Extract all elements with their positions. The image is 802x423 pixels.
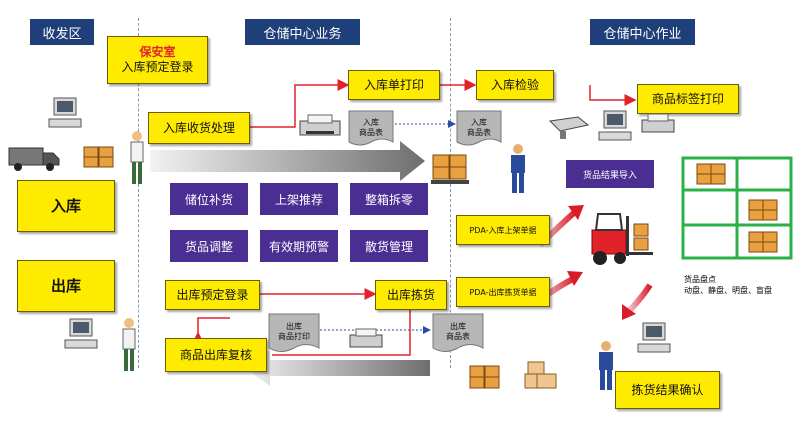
pallet-icon [524,361,557,389]
function-unpack[interactable]: 整箱拆零 [350,183,428,215]
pallet-icon [83,146,114,168]
worker-icon [122,318,136,371]
document-icon [456,110,502,146]
outbound-picking-box[interactable]: 出库拣货 [375,280,447,310]
computer-icon [48,97,82,128]
computer-icon [598,110,632,141]
function-putaway-recommend[interactable]: 上架推荐 [260,183,338,215]
outbound-flow-arrow [245,350,430,386]
function-adjust[interactable]: 货品调整 [170,230,248,262]
inventory-label: 货品盘点 动盘、静盘、明盘、盲盘 [684,275,772,295]
printer-icon [349,328,383,348]
worker-icon [130,131,144,184]
guard-room-title: 保安室 [139,45,176,59]
zone-receiving-header: 收发区 [30,19,94,45]
outbound-reservation-box[interactable]: 出库预定登录 [165,280,260,310]
function-bulk-manage[interactable]: 散货管理 [350,230,428,262]
inbound-doc-1: 入库商品表 [359,118,383,137]
inbound-label: 入库 [17,180,115,232]
outbound-review-box[interactable]: 商品出库复核 [165,338,267,372]
truck-icon [8,147,60,171]
function-replenish[interactable]: 储位补货 [170,183,248,215]
separator-line [450,18,451,368]
worker-icon [599,341,613,390]
printer-icon [299,114,341,136]
shelf-icon [696,163,778,253]
outbound-label: 出库 [17,260,115,312]
worker-icon [511,144,525,193]
pallet-icon [469,365,500,389]
import-result-box[interactable]: 货品结果导入 [566,160,654,188]
inbound-print-box[interactable]: 入库单打印 [348,70,440,100]
document-icon [432,313,484,352]
inbound-inspect-box[interactable]: 入库检验 [476,70,554,100]
guard-room-box[interactable]: 保安室 入库预定登录 [107,36,208,84]
label-print-box[interactable]: 商品标签打印 [637,84,739,114]
inbound-receiving-box[interactable]: 入库收货处理 [148,112,250,144]
shelf-icon [681,156,793,260]
scanner-icon [548,116,590,139]
pda-picking-box[interactable]: PDA-出库拣货单据 [456,277,550,307]
computer-icon [64,318,98,349]
outbound-doc-2: 出库商品表 [446,322,470,341]
forklift-icon [591,213,653,265]
pallet-icon [431,154,469,184]
pda-putaway-box[interactable]: PDA-入库上架单据 [456,215,550,245]
inbound-flow-arrow [150,141,425,181]
zone-business-header: 仓储中心业务 [245,19,360,45]
outbound-doc-1: 出库商品打印 [278,322,310,341]
inbound-reservation-label: 入库预定登录 [121,60,194,74]
function-expiry-warning[interactable]: 有效期预警 [260,230,338,262]
inbound-doc-2: 入库商品表 [467,118,491,137]
separator-line [138,18,139,368]
printer-icon [641,113,675,133]
document-icon [348,110,394,146]
zone-operation-header: 仓储中心作业 [590,19,695,45]
picking-confirm-box[interactable]: 拣货结果确认 [615,371,720,409]
document-icon [268,313,320,352]
computer-icon [637,322,671,353]
